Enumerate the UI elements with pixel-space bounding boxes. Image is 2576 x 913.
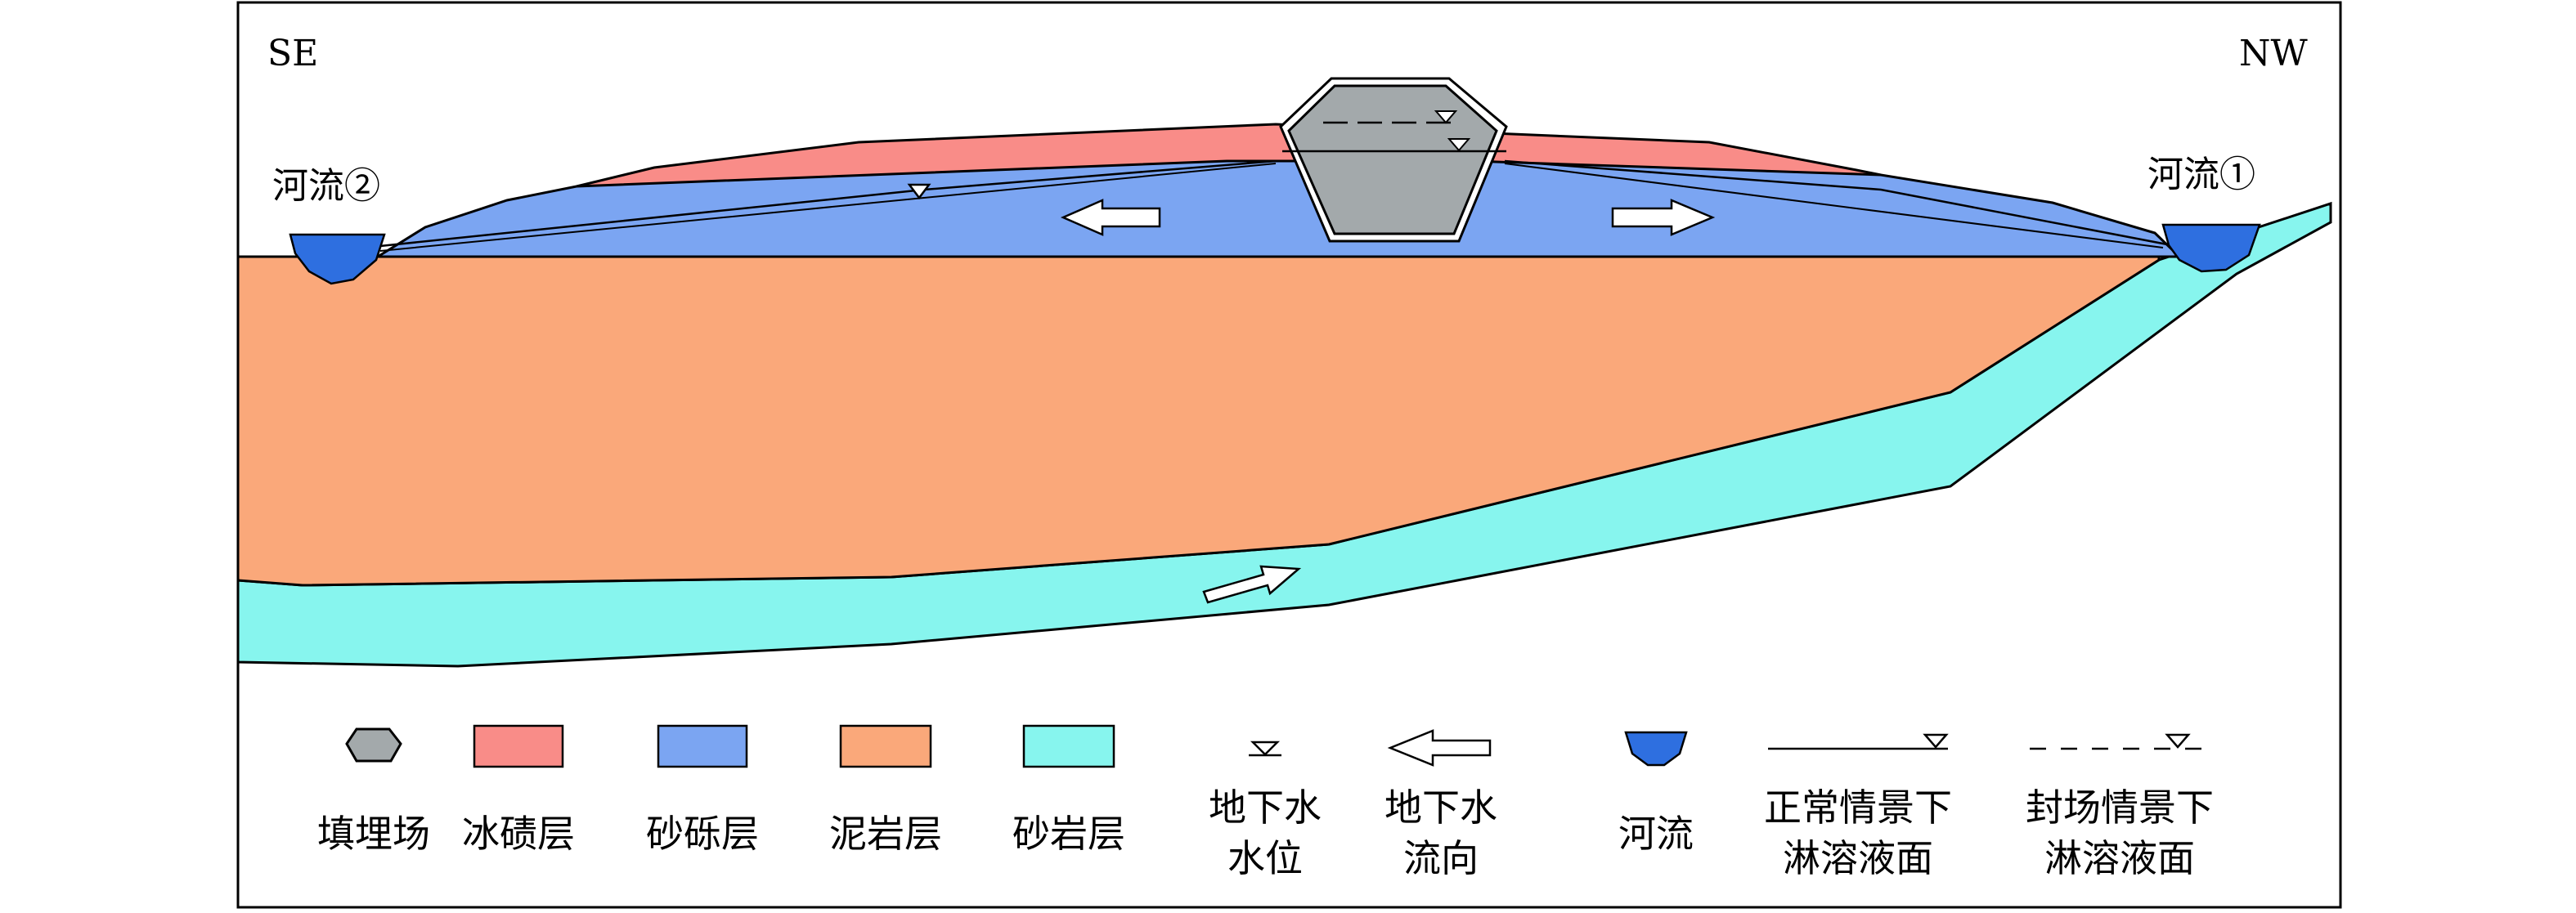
river-2-label: 河流② [272,165,380,207]
legend-solid-line-icon [1768,733,1949,750]
legend-label-normal-2: 淋溶液面 [1783,836,1933,880]
legend-flow-arrow-icon [1387,729,1492,767]
river-right [2161,223,2261,273]
legend-mudstone-swatch [839,724,932,768]
legend-river-icon [1624,731,1688,767]
legend-label-closure-2: 淋溶液面 [2044,836,2195,880]
legend-label-mudstone: 泥岩层 [829,812,942,856]
legend-water-level-icon [1249,741,1281,757]
direction-se: SE [267,33,318,74]
legend-label-normal-1: 正常情景下 [1764,785,1952,830]
legend-dashed-line-icon [2030,733,2208,750]
legend-landfill-icon [345,727,402,763]
legend-label-landfill: 填埋场 [317,812,430,856]
legend-label-moraine: 冰碛层 [462,812,575,856]
leachate-line-right-2 [1504,163,2164,248]
flow-arrow-right [1611,199,1716,236]
normal-leachate-line-right [1504,159,2168,246]
leachate-line-left-2 [379,163,1277,252]
river-1-label: 河流① [2147,154,2255,195]
legend: 填埋场 冰碛层 砂砾层 泥岩层 砂岩层 地下水 水位 地下水 流向 河流 正常情… [317,724,2214,880]
legend-label-water-level-2: 水位 [1227,836,1303,880]
legend-label-flow-2: 流向 [1403,836,1479,880]
legend-label-closure-1: 封场情景下 [2026,785,2214,830]
legend-moraine-swatch [473,724,564,768]
legend-gravel-swatch [657,724,748,768]
landfill [1279,77,1508,243]
water-level-marker-section [907,183,931,200]
legend-label-river: 河流 [1618,812,1694,856]
legend-label-water-level-1: 地下水 [1209,785,1322,830]
direction-nw: NW [2239,33,2309,74]
legend-label-flow-1: 地下水 [1384,785,1497,830]
flow-arrow-sandstone [1202,565,1302,604]
river-left [289,233,386,285]
legend-label-gravel: 砂砾层 [646,812,759,856]
flow-arrow-left [1060,199,1161,236]
legend-sandstone-swatch [1022,724,1115,768]
legend-label-sandstone: 砂岩层 [1012,812,1125,856]
